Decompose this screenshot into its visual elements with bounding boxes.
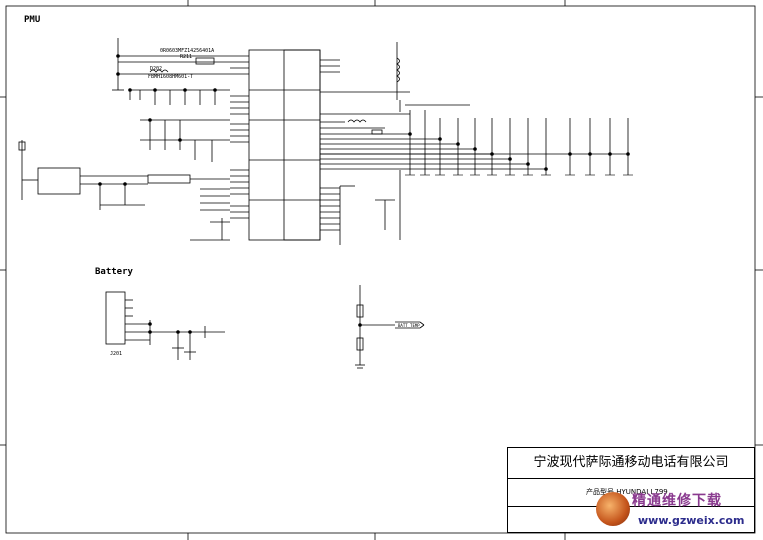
watermark-url: www.gzweix.com (638, 514, 745, 527)
part-label-top-2: R211 (180, 54, 192, 60)
watermark-text: 精通维修下载 (632, 493, 722, 509)
part-label-mid-2: FBMH1608HM601-T (148, 74, 193, 80)
net-label-temp: BATT_TEMP (398, 323, 420, 328)
watermark: 精通维修下载 www.gzweix.com (596, 488, 761, 538)
title-block: 宁波现代萨际通移动电话有限公司 产品型号 HYUNDAI L799 (507, 447, 755, 533)
regulator-ic (37, 167, 81, 195)
pmu-ic (248, 49, 321, 241)
company-name: 宁波现代萨际通移动电话有限公司 (508, 448, 754, 479)
product-model: 产品型号 HYUNDAI L799 (586, 487, 668, 497)
section-title-pmu: PMU (24, 15, 41, 25)
battery-connector (105, 291, 126, 345)
product-prefix: 产品型号 (586, 488, 614, 496)
section-title-battery: Battery (95, 267, 133, 277)
connector-label: J201 (110, 351, 122, 357)
ic-left-pins (230, 55, 249, 219)
part-label-top-1: 0R0603MFZ14256401A (160, 48, 214, 54)
resistor-sense (147, 174, 191, 184)
ic-right-pins (320, 59, 628, 231)
watermark-logo-icon (596, 492, 630, 526)
title-row-divider (508, 506, 754, 507)
product-name: HYUNDAI L799 (616, 488, 668, 496)
cap-bank (409, 110, 629, 175)
junction-dots (98, 54, 630, 334)
sheet-border (5, 5, 756, 534)
part-label-mid-1: D202 (150, 66, 162, 72)
